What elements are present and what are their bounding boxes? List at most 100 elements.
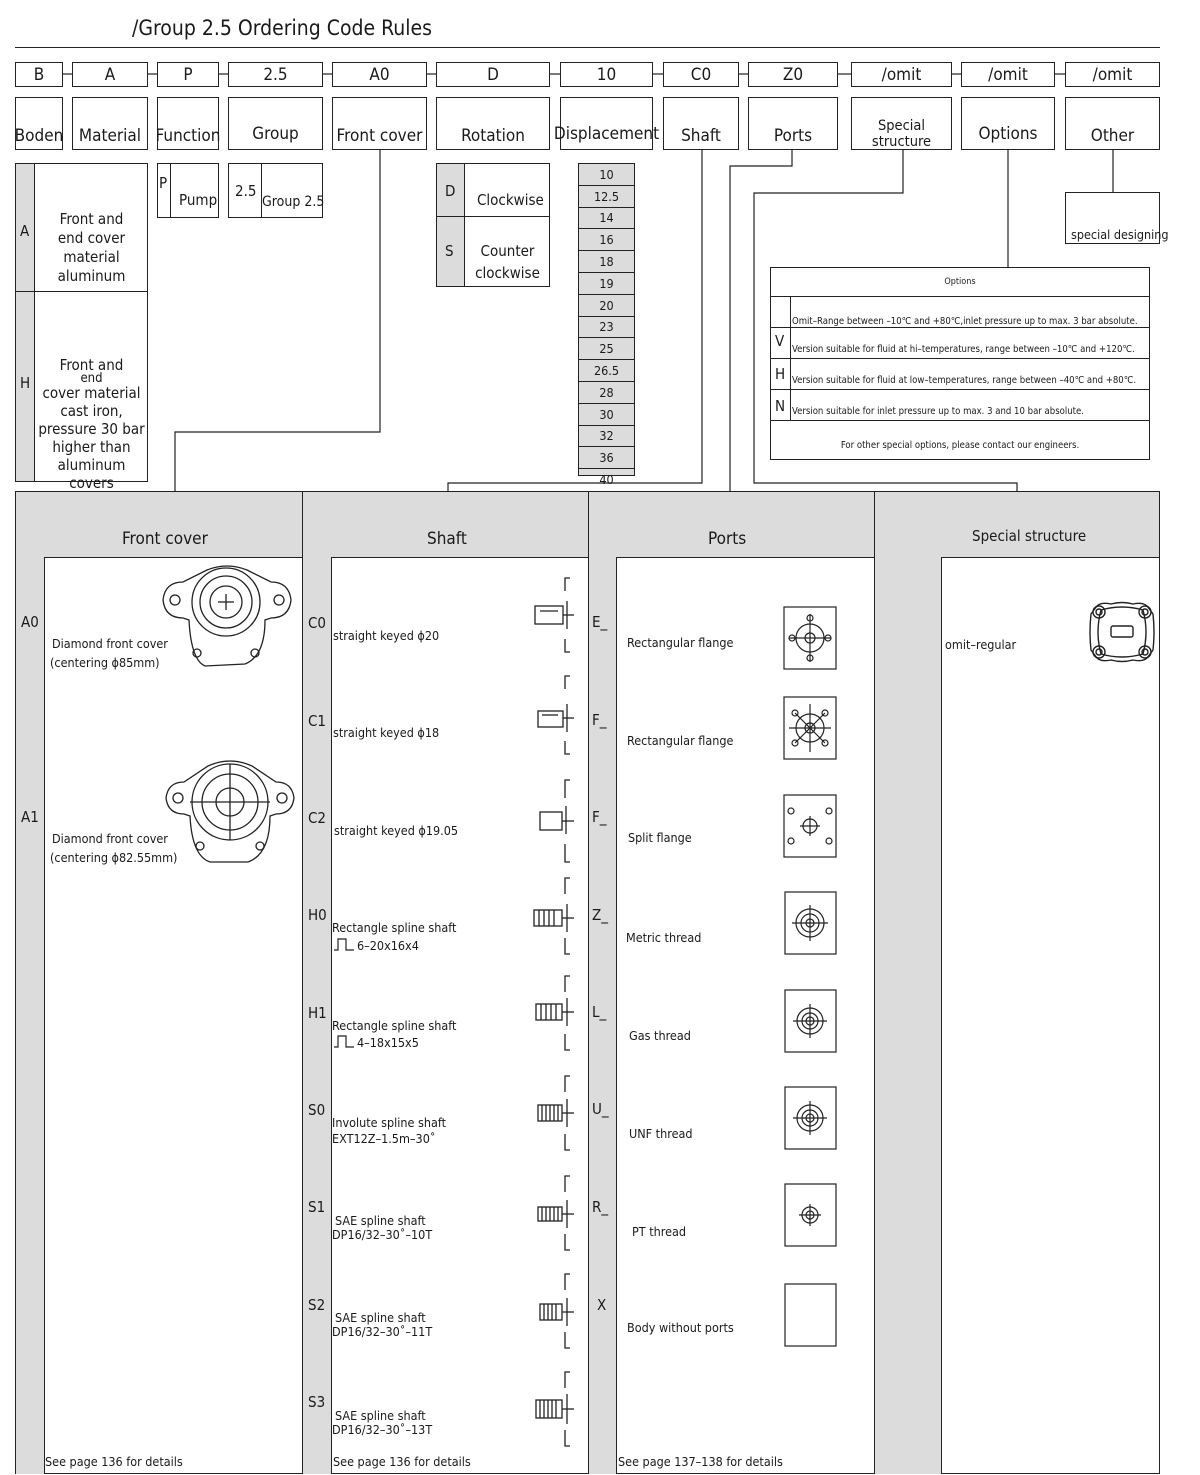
code-value: Z0 [782,64,804,85]
code-value: /omit [881,64,922,85]
header-material: Material [72,97,148,150]
diamond-front-cover-82-drawing [165,760,295,863]
special-title: Special structure [972,527,1087,545]
displacement-item: 18 [579,251,634,273]
material-line: end cover [57,229,126,247]
ports-code-x: X [597,1296,607,1314]
ports-code-strip [589,557,617,1474]
header-rotation: Rotation [436,97,550,150]
code-box-boden: B [15,62,63,87]
special-desc-omit-regular: omit–regular [945,637,1017,652]
shaft-code-strip [303,557,332,1474]
shaft-code-s1: S1 [308,1198,326,1216]
shaft-desc-c2: straight keyed ϕ19.05 [334,823,459,838]
displacement-item: 16 [579,229,634,252]
ports-code-l: L_ [592,1003,607,1021]
displacement-item: 25 [579,338,634,361]
ports-code-r: R_ [592,1198,609,1216]
material-line: end [80,371,103,386]
displacement-item: 23 [579,317,634,339]
rotation-code-d: D [445,182,456,200]
displacement-item: 30 [579,404,634,426]
options-text-h: Version suitable for fluid at low–temper… [792,375,1137,386]
code-value: P [183,64,193,85]
displacement-item: 12.5 [579,186,634,208]
detail-table: Front cover Shaft Ports Special structur… [15,491,1160,1474]
ports-code-u: U_ [592,1100,609,1118]
header-options: Options [961,97,1055,150]
displacement-item: 32 [579,426,634,448]
displacement-item: 10 [579,164,634,186]
options-code-h: H [775,365,786,383]
special-code-strip [875,557,942,1474]
unf-thread-port-drawing [784,1086,837,1150]
shaft-desc-s2: SAE spline shaft [335,1310,426,1325]
involute-spline-shaft-drawing [537,1075,574,1151]
rectangular-flange-port-drawing [783,696,837,760]
material-divider [16,291,147,292]
function-label: Pump [179,191,218,209]
rotation-line: Counter [480,242,535,260]
rotation-code-column [437,164,465,286]
material-line: Front and [59,356,124,374]
shaft-desc-h1: Rectangle spline shaft [332,1018,457,1033]
column-separator [588,492,589,1473]
header-label: Shaft [681,125,721,146]
front-cover-footer: See page 136 for details [45,1454,183,1469]
shaft-desc-h0: Rectangle spline shaft [332,920,457,935]
options-text-n: Version suitable for inlet pressure up t… [792,406,1084,417]
pump-body-drawing [1089,601,1155,663]
options-text-omit: Omit–Range between –10℃ and +80℃,inlet p… [792,316,1138,327]
material-line: cast iron, [60,402,123,420]
options-title: Options [771,268,1149,297]
shaft-desc-s1: SAE spline shaft [335,1213,426,1228]
header-boden: Boden [15,97,63,150]
code-box-function: P [157,62,219,87]
rotation-table: D Clockwise S Counter clockwise [436,163,550,287]
title-rule [15,47,1160,48]
function-code: P [159,174,168,192]
function-code-column [158,164,171,217]
options-code-v: V [775,332,785,350]
header-label: Options [978,123,1038,144]
detail-header-band [16,492,1159,558]
rotation-line: clockwise [475,264,540,282]
shaft-code-c0: C0 [308,614,327,632]
split-flange-port-drawing [783,794,837,858]
function-box: P Pump [157,163,219,218]
code-value: B [33,64,45,85]
front-cover-code-a0: A0 [21,613,39,631]
options-row-divider [771,358,1149,359]
code-value: /omit [1092,64,1133,85]
ports-desc-r: PT thread [632,1224,687,1239]
code-box-special-structure: /omit [851,62,952,87]
material-line: material [63,248,120,266]
code-value: 2.5 [263,64,288,85]
front-cover-code-strip [16,557,45,1474]
shaft-code-c1: C1 [308,712,327,730]
code-value: A0 [369,64,390,85]
displacement-list: 10 12.5 14 16 18 19 20 23 25 26.5 28 30 … [578,163,635,487]
material-line: higher than [52,438,131,456]
shaft-desc-s3: SAE spline shaft [335,1408,426,1423]
ports-title: Ports [708,529,747,549]
code-value: A [104,64,116,85]
shaft-desc-c1: straight keyed ϕ18 [333,725,440,740]
shaft-title: Shaft [427,529,467,549]
shaft-footer: See page 136 for details [333,1454,471,1469]
code-box-rotation: D [436,62,550,87]
header-label: Displacement [553,123,660,144]
ports-code-f1: F_ [592,711,607,729]
rectangular-flange-port-drawing [783,606,837,670]
options-text-v: Version suitable for fluid at hi–tempera… [792,344,1135,355]
material-line: aluminum [57,267,126,285]
header-group: Group [228,97,323,150]
group-code: 2.5 [235,182,257,200]
header-label: Other [1090,125,1135,146]
diamond-front-cover-85-drawing [162,565,292,667]
straight-keyed-shaft-drawing [539,779,574,863]
header-other: Other [1065,97,1160,150]
header-label: Group [252,123,299,144]
material-line: aluminum covers [57,456,126,492]
displacement-item: 36 [579,447,634,470]
